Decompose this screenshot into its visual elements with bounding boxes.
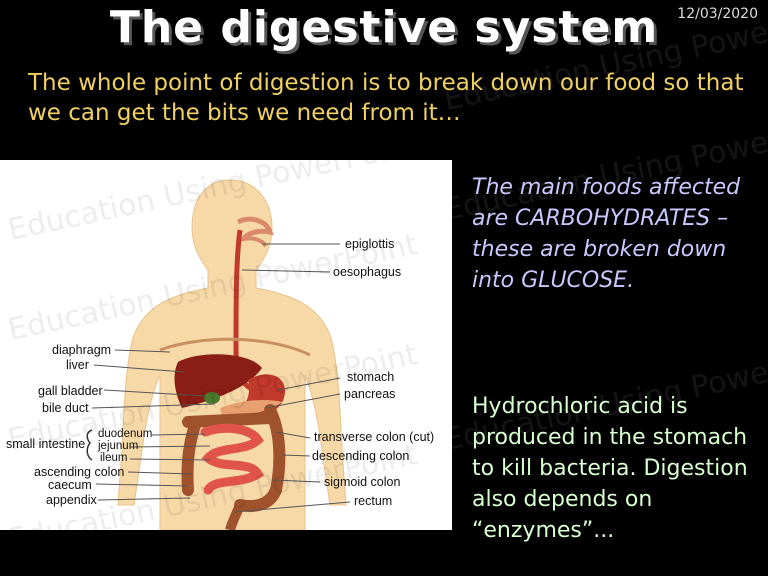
label-transverse-colon: transverse colon (cut) [314,430,435,444]
label-sigmoid-colon: sigmoid colon [324,475,401,489]
label-stomach: stomach [347,370,395,384]
label-epiglottis: epiglottis [345,237,395,251]
label-rectum: rectum [354,494,393,508]
foods-text: The main foods affected are CARBOHYDRATE… [472,175,741,293]
label-pancreas: pancreas [344,387,396,401]
slide-title: The digestive system [109,2,659,53]
liver [174,354,262,408]
left-leader-lines [91,349,215,501]
large-intestine [181,404,286,513]
label-ileum: ileum [100,452,128,464]
digestive-system-diagram: epiglottis oesophagus stomach pancreas t… [0,127,452,558]
right-leader-lines [233,243,351,513]
pancreas [220,400,282,416]
digestive-system-illustration [86,179,351,530]
label-duodenum: duodenum [98,428,153,440]
label-small-intestine: small intestine [6,437,86,451]
label-gall-bladder: gall bladder [38,384,103,398]
label-descending-colon: descending colon [312,449,410,463]
intro-text: The whole point of digestion is to break… [28,70,744,126]
mouth-cavity [236,216,274,240]
rectum [225,503,245,530]
tongue [239,236,268,248]
label-bile-duct: bile duct [42,401,89,415]
small-intestine-brace [86,429,93,461]
label-ascending-colon: ascending colon [34,465,125,479]
acid-text: Hydrochloric acid is produced in the sto… [472,394,748,543]
diaphragm [159,337,311,357]
slide-date: 12/03/2020 [677,6,758,22]
label-jejunum: jejunum [98,440,139,452]
label-oesophagus: oesophagus [333,265,402,279]
label-liver: liver [66,358,89,372]
label-diaphragm: diaphragm [52,343,112,357]
gall-bladder [204,392,220,404]
small-intestine [200,423,265,495]
label-caecum: caecum [48,478,92,492]
label-appendix: appendix [46,493,97,507]
